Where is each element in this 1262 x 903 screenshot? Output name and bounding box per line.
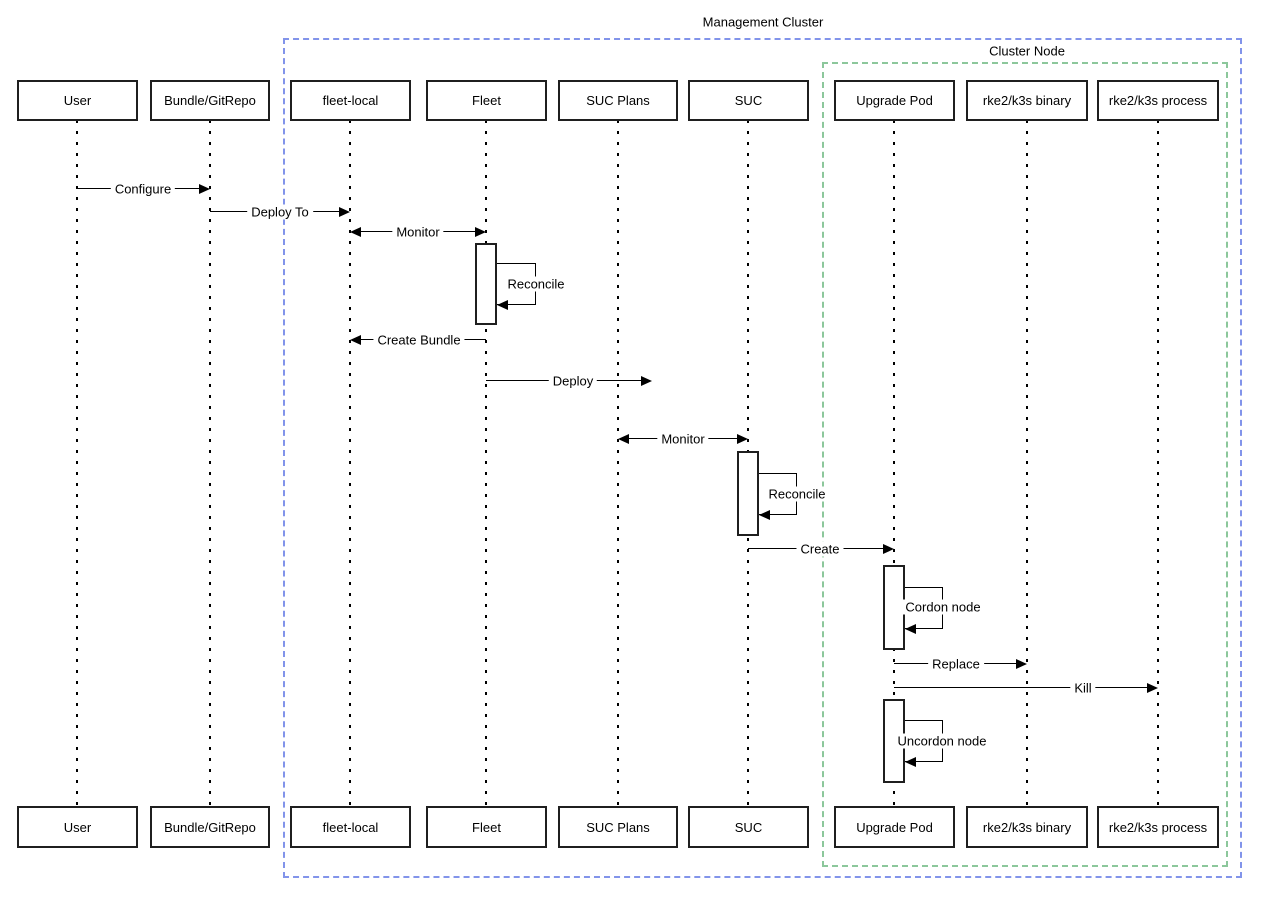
message-monitor-1-label: Monitor xyxy=(392,224,444,240)
participant-fleet-bottom: Fleet xyxy=(426,806,547,848)
message-kill-label: Kill xyxy=(1070,680,1096,696)
message-reconcile-2-label: Reconcile xyxy=(764,486,830,502)
cluster-node-frame xyxy=(822,62,1228,867)
participant-fleet-top: Fleet xyxy=(426,80,547,121)
deploy-arrowhead-icon xyxy=(641,376,652,386)
participant-upgrade-pod-top: Upgrade Pod xyxy=(834,80,955,121)
monitor-1-left-arrowhead-icon xyxy=(350,227,361,237)
participant-suc-plans-top: SUC Plans xyxy=(558,80,678,121)
management-cluster-frame xyxy=(283,38,1242,878)
cluster-node-label: Cluster Node xyxy=(986,43,1068,59)
reconcile-2-arrowhead-icon xyxy=(759,510,770,520)
management-cluster-label: Management Cluster xyxy=(699,14,827,30)
participant-rke2-k3s-process-top: rke2/k3s process xyxy=(1097,80,1219,121)
lifeline-rke2-k3s-binary xyxy=(1026,120,1028,806)
lifeline-upgrade-pod xyxy=(893,120,895,806)
participant-suc-top: SUC xyxy=(688,80,809,121)
message-kill-line xyxy=(894,687,1147,688)
monitor-2-right-arrowhead-icon xyxy=(737,434,748,444)
participant-rke2-k3s-process-bottom: rke2/k3s process xyxy=(1097,806,1219,848)
participant-suc-plans-bottom: SUC Plans xyxy=(558,806,678,848)
message-create-label: Create xyxy=(796,541,844,557)
message-configure-label: Configure xyxy=(110,181,176,197)
monitor-2-left-arrowhead-icon xyxy=(618,434,629,444)
reconcile-1-arrowhead-icon xyxy=(497,300,508,310)
message-replace-label: Replace xyxy=(928,656,984,672)
kill-arrowhead-icon xyxy=(1147,683,1158,693)
create-arrowhead-icon xyxy=(883,544,894,554)
lifeline-fleet-local xyxy=(349,120,351,806)
monitor-1-right-arrowhead-icon xyxy=(475,227,486,237)
activation-fleet xyxy=(475,243,497,325)
participant-user-bottom: User xyxy=(17,806,138,848)
deploy-to-arrowhead-icon xyxy=(339,207,350,217)
create-bundle-arrowhead-icon xyxy=(350,335,361,345)
message-uncordon-node-label: Uncordon node xyxy=(893,733,991,749)
participant-suc-bottom: SUC xyxy=(688,806,809,848)
lifeline-rke2-k3s-process xyxy=(1157,120,1159,806)
participant-user-top: User xyxy=(17,80,138,121)
lifeline-suc-plans xyxy=(617,120,619,806)
cordon-node-arrowhead-icon xyxy=(905,624,916,634)
message-monitor-2-label: Monitor xyxy=(657,431,709,447)
configure-arrowhead-icon xyxy=(199,184,210,194)
uncordon-node-arrowhead-icon xyxy=(905,757,916,767)
participant-rke2-k3s-binary-top: rke2/k3s binary xyxy=(966,80,1088,121)
participant-fleet-local-bottom: fleet-local xyxy=(290,806,411,848)
lifeline-user xyxy=(76,120,78,806)
lifeline-bundle-gitrepo xyxy=(209,120,211,806)
activation-suc xyxy=(737,451,759,536)
message-deploy-label: Deploy xyxy=(548,373,598,389)
participant-bundle-gitrepo-top: Bundle/GitRepo xyxy=(150,80,270,121)
message-deploy-to-label: Deploy To xyxy=(247,204,313,220)
lifeline-fleet xyxy=(485,120,487,806)
participant-upgrade-pod-bottom: Upgrade Pod xyxy=(834,806,955,848)
replace-arrowhead-icon xyxy=(1016,659,1027,669)
message-create-bundle-label: Create Bundle xyxy=(373,332,465,348)
participant-fleet-local-top: fleet-local xyxy=(290,80,411,121)
participant-bundle-gitrepo-bottom: Bundle/GitRepo xyxy=(150,806,270,848)
participant-rke2-k3s-binary-bottom: rke2/k3s binary xyxy=(966,806,1088,848)
message-cordon-node-label: Cordon node xyxy=(901,599,985,615)
message-reconcile-1-label: Reconcile xyxy=(503,276,569,292)
